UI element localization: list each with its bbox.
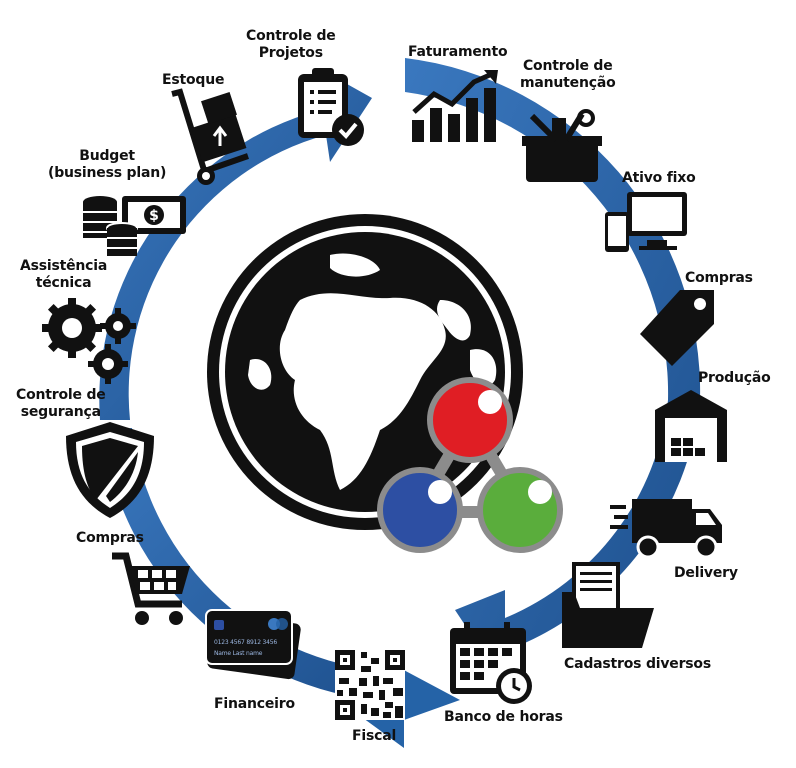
credit-card-icon: [205, 609, 301, 680]
label-faturamento: Faturamento: [408, 44, 508, 60]
devices-icon: [605, 192, 687, 252]
label-compras-left: Compras: [76, 530, 144, 546]
folder-documents-icon: [562, 562, 654, 648]
warehouse-icon: [655, 390, 727, 462]
hand-truck-icon: [171, 88, 249, 185]
clipboard-check-icon: [298, 68, 364, 146]
rising-chart-icon: [412, 70, 498, 142]
svg-text:$: $: [149, 208, 159, 224]
toolbox-icon: [522, 109, 602, 182]
label-controle-seguranca: Controle de segurança: [16, 387, 106, 420]
label-compras-right: Compras: [685, 270, 753, 286]
card-name-text: Name Last name: [214, 650, 263, 657]
price-tag-icon: [640, 290, 714, 366]
label-banco-de-horas: Banco de horas: [444, 709, 563, 725]
globe-icon: [207, 214, 523, 530]
label-delivery: Delivery: [674, 565, 738, 581]
label-controle-projetos: Controle de Projetos: [246, 28, 336, 61]
shopping-cart-icon: [112, 552, 190, 625]
gears-icon: [42, 298, 136, 384]
label-estoque: Estoque: [162, 72, 225, 88]
label-cadastros-diversos: Cadastros diversos: [564, 656, 711, 672]
delivery-truck-icon: [610, 499, 722, 559]
calendar-clock-icon: [450, 622, 532, 704]
qr-code-icon: [335, 650, 405, 720]
label-financeiro: Financeiro: [214, 696, 295, 712]
card-number-text: 0123 4567 8912 3456: [214, 639, 277, 646]
money-coins-icon: $: [83, 196, 186, 256]
label-producao: Produção: [698, 370, 771, 386]
label-fiscal: Fiscal: [352, 728, 397, 744]
molecule-logo: [377, 377, 563, 553]
label-assistencia-tecnica: Assistência técnica: [20, 258, 108, 291]
label-budget: Budget (business plan): [48, 148, 167, 181]
shield-icon: [66, 422, 154, 518]
label-ativo-fixo: Ativo fixo: [622, 170, 696, 186]
label-controle-manutencao: Controle de manutenção: [520, 58, 616, 91]
